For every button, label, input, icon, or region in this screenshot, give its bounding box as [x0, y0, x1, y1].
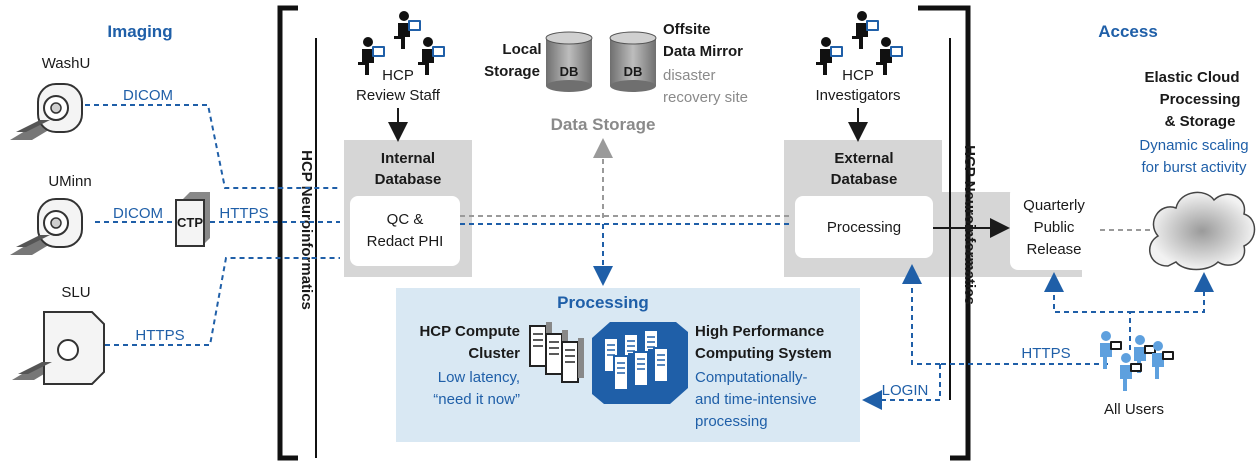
- offsite-sub2: recovery site: [663, 89, 748, 106]
- site-slu: SLU: [61, 284, 90, 301]
- local-storage-line1: Local: [502, 41, 541, 58]
- offsite-db-icon: DB: [609, 31, 657, 92]
- ctp-label: CTP: [177, 215, 203, 230]
- processing-box: [795, 196, 933, 258]
- scanner-icon-slu: [12, 311, 105, 385]
- cloud-icon: [1148, 191, 1256, 271]
- release-line1: Quarterly: [1023, 197, 1085, 214]
- cloud-sub1: Dynamic scaling: [1139, 137, 1248, 154]
- cluster-sub2: “need it now”: [433, 391, 520, 408]
- qc-line1: QC &: [387, 211, 424, 228]
- imaging-title: Imaging: [107, 22, 172, 41]
- slu-protocol: HTTPS: [135, 327, 184, 344]
- local-db-label: DB: [560, 64, 579, 79]
- cloud-line2: Processing: [1160, 91, 1241, 108]
- external-db-title-1: External: [834, 150, 893, 167]
- neuroinformatics-label-right: HCP Neuroinformatics: [961, 145, 978, 305]
- qc-line2: Redact PHI: [367, 233, 444, 250]
- offsite-sub1: disaster: [663, 67, 716, 84]
- investigators-line2: Investigators: [815, 87, 900, 104]
- washu-protocol: DICOM: [123, 87, 173, 104]
- local-db-icon: DB: [545, 31, 593, 92]
- review-staff-line1: HCP: [382, 67, 414, 84]
- login-up-link: [902, 264, 940, 365]
- scanner-icon-umn: [9, 198, 83, 256]
- cluster-line1: HCP Compute: [419, 323, 520, 340]
- review-staff-line2: Review Staff: [356, 87, 441, 104]
- ctp-icon: CTP: [175, 192, 210, 247]
- site-umn: UMinn: [48, 173, 91, 190]
- cluster-line2: Cluster: [468, 345, 520, 362]
- hpc-sub3: processing: [695, 413, 768, 430]
- offsite-line1: Offsite: [663, 21, 711, 38]
- internal-db-title-1: Internal: [381, 150, 435, 167]
- offsite-line2: Data Mirror: [663, 43, 743, 60]
- external-db-title-2: Database: [831, 171, 898, 188]
- umn-protocol: DICOM: [113, 205, 163, 222]
- investigators-line1: HCP: [842, 67, 874, 84]
- hpc-sub1: Computationally-: [695, 369, 808, 386]
- qc-redact-box: [350, 196, 460, 266]
- neuroinformatics-label-left: HCP Neuroinformatics: [298, 150, 315, 310]
- access-title: Access: [1098, 22, 1158, 41]
- washu-link: [85, 104, 340, 189]
- ctp-protocol: HTTPS: [219, 205, 268, 222]
- internal-db-title-2: Database: [375, 171, 442, 188]
- right-bracket: [918, 5, 971, 461]
- cloud-sub2: for burst activity: [1141, 159, 1247, 176]
- all-users-icon: [1100, 331, 1174, 391]
- release-line2: Public: [1034, 219, 1075, 236]
- cluster-sub1: Low latency,: [438, 369, 520, 386]
- scanner-icon-washu: [9, 83, 83, 141]
- review-staff-icon: [358, 11, 445, 75]
- processing-title: Processing: [557, 293, 649, 312]
- local-storage-line2: Storage: [484, 63, 540, 80]
- investigators-icon: [816, 11, 903, 75]
- release-box: [1010, 186, 1098, 270]
- login-label: LOGIN: [882, 382, 929, 399]
- users-cloud-link: [1130, 272, 1214, 313]
- data-storage-title: Data Storage: [551, 115, 656, 134]
- hpc-icon: [592, 322, 688, 404]
- hpc-line2: Computing System: [695, 345, 832, 362]
- hpc-line1: High Performance: [695, 323, 824, 340]
- users-https-label: HTTPS: [1021, 345, 1070, 362]
- hpc-sub2: and time-intensive: [695, 391, 817, 408]
- all-users-label: All Users: [1104, 401, 1164, 418]
- processing-box-label: Processing: [827, 219, 901, 236]
- users-up-link: [1044, 272, 1131, 350]
- login-link: [862, 364, 941, 410]
- cloud-line3: & Storage: [1165, 113, 1236, 130]
- site-washu: WashU: [42, 55, 91, 72]
- offsite-db-label: DB: [624, 64, 643, 79]
- release-line3: Release: [1026, 241, 1081, 258]
- left-bracket: [277, 5, 298, 461]
- cloud-line1: Elastic Cloud: [1144, 69, 1239, 86]
